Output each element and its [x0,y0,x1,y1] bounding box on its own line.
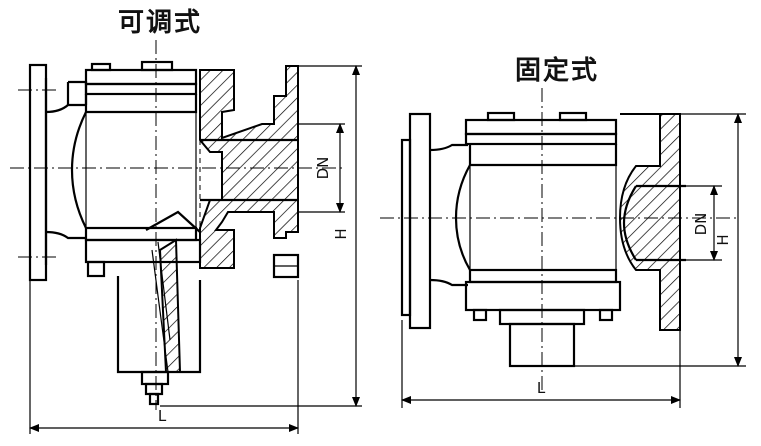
adjustable-valve-drawing [10,40,345,410]
right-outlet-hatched-body [618,113,681,331]
right-dn-label: DN [692,213,710,236]
fixed-dimensions: DN H L [401,113,746,408]
adjustable-type-title: 可调式 [118,8,203,38]
left-top-cover [84,68,198,86]
left-inlet-flange [28,63,48,282]
left-outlet-hatched-body [199,65,299,269]
right-h-label: H [714,234,732,245]
left-h-label: H [332,228,350,239]
right-top-cover [464,118,618,136]
right-inlet-flange [408,112,432,330]
adjustable-dimensions: DN H L [29,65,362,434]
left-dn-label: DN [314,157,332,180]
left-l-label: L [158,407,167,425]
fixed-valve-drawing [380,88,740,392]
left-drain-hatch [158,238,182,373]
fixed-type-title: 固定式 [515,56,600,86]
right-l-label: L [537,379,546,397]
